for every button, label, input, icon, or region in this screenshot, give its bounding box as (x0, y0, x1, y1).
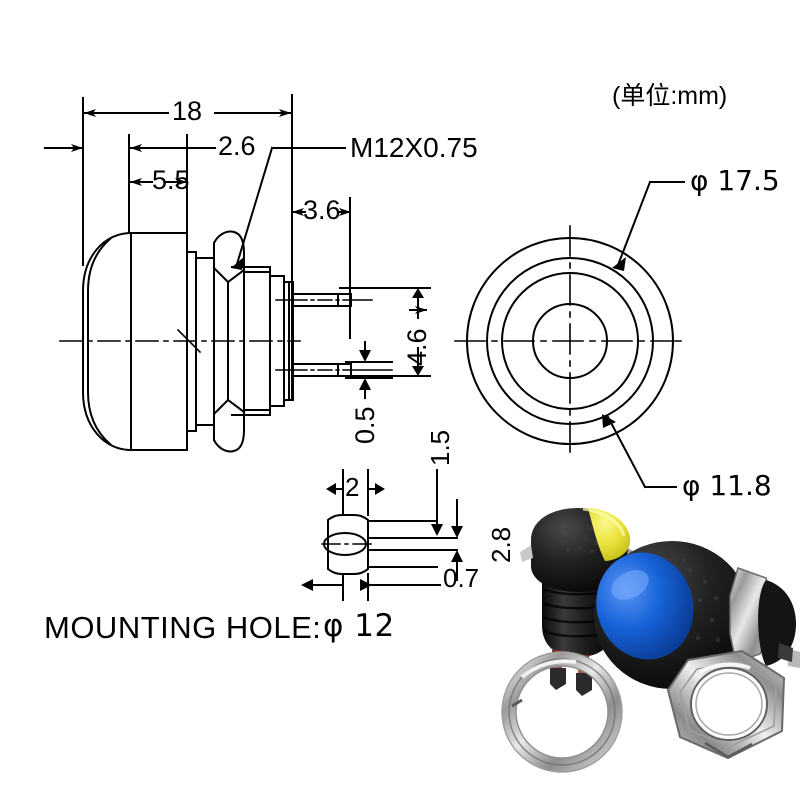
dim-tab-offset-label: 1.5 (425, 429, 455, 466)
dim-2p6-label: 2.6 (218, 131, 256, 161)
dim-4p6-label: 4.6 (402, 328, 432, 366)
side-view-extension-lines (82, 94, 293, 401)
switch-yellow-photo (520, 507, 639, 696)
dim-0p5-label: 0.5 (350, 406, 380, 444)
dim-1p5-line (431, 469, 443, 536)
mounting-hole-value: φ 12 (323, 608, 395, 644)
unit-note: (单位:mm) (612, 82, 728, 110)
dim-18-label: 18 (172, 96, 203, 126)
terminal-tab-detail-geometry (321, 469, 458, 601)
dim-3p6-line (292, 197, 351, 339)
dim-2p8-line (451, 499, 463, 581)
dim-tab-gap-label: 0.7 (443, 563, 480, 593)
dim-5p5-label: 5.5 (152, 165, 190, 195)
dim-4p6-line (339, 287, 431, 377)
switch-side-profile (59, 230, 301, 453)
outer-diameter-label: φ 17.5 (690, 164, 780, 197)
dim-tab-height-label: 2.8 (486, 526, 516, 563)
mounting-hole-label: MOUNTING HOLE: (44, 610, 322, 645)
lock-washer-photo (501, 651, 623, 773)
outer-diameter-leader (612, 180, 685, 271)
terminal-pins-side (275, 293, 393, 377)
dim-3p6-label: 3.6 (303, 195, 341, 225)
cap-diameter-leader (602, 414, 677, 489)
cap-diameter-label: φ 11.8 (682, 469, 772, 502)
front-view-centerlines (454, 225, 686, 457)
hex-nut-photo (666, 649, 786, 760)
dim-2-line (326, 483, 385, 495)
switch-blue-photo (594, 541, 800, 689)
thread-callout-label: M12X0.75 (350, 132, 478, 163)
dim-0p5-line (345, 341, 393, 399)
dim-0p7-line (301, 579, 441, 591)
dim-tab-width-label: 2 (345, 472, 360, 502)
